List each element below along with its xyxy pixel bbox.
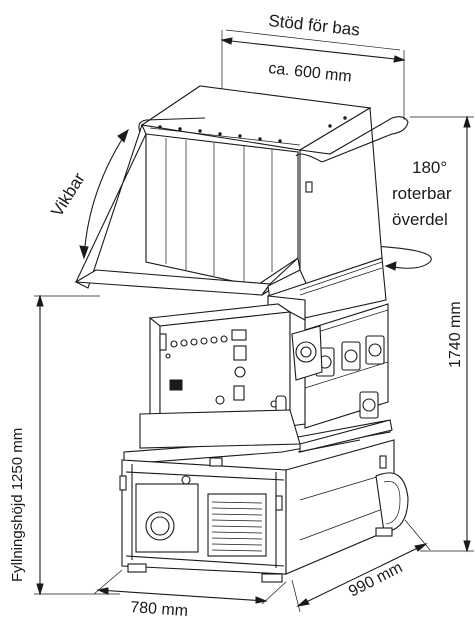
base-depth-label: 990 mm: [346, 559, 405, 600]
rotation-arrow-icon: [371, 245, 432, 271]
connector-sockets: [315, 335, 385, 419]
machine-body: [74, 85, 409, 583]
base-width-label: 780 mm: [130, 599, 189, 620]
rim-rivets: [158, 116, 347, 143]
fill-height-label: Fyllningshöjd 1250 mm: [9, 428, 26, 582]
total-height-label: 1740 mm: [447, 301, 464, 368]
dimension-base-depth: [291, 519, 431, 613]
dimension-base-width: [93, 569, 287, 605]
rotate-label-line1: 180°: [412, 158, 447, 177]
side-plug: [291, 325, 323, 381]
middle-section: [267, 257, 389, 429]
hopper-top: [74, 85, 409, 301]
base-feet: [127, 527, 393, 583]
vent-grille: [207, 493, 267, 557]
dimension-top-width: [220, 29, 406, 120]
foldable-arrow: [79, 128, 129, 260]
base-support-label: Stöd för bas: [268, 11, 361, 39]
rotate-label-line3: överdel: [392, 210, 448, 229]
hopper-ribs: [165, 138, 273, 282]
dimension-fill-height: [34, 294, 120, 596]
top-width-label: ca. 600 mm: [268, 60, 353, 86]
dimension-total-height: [410, 115, 474, 553]
foldable-label: Vikbar: [47, 169, 89, 220]
indicator-lamps: [170, 335, 228, 348]
machine-base: [119, 409, 409, 583]
rotate-label-line2: roterbar: [392, 184, 452, 203]
